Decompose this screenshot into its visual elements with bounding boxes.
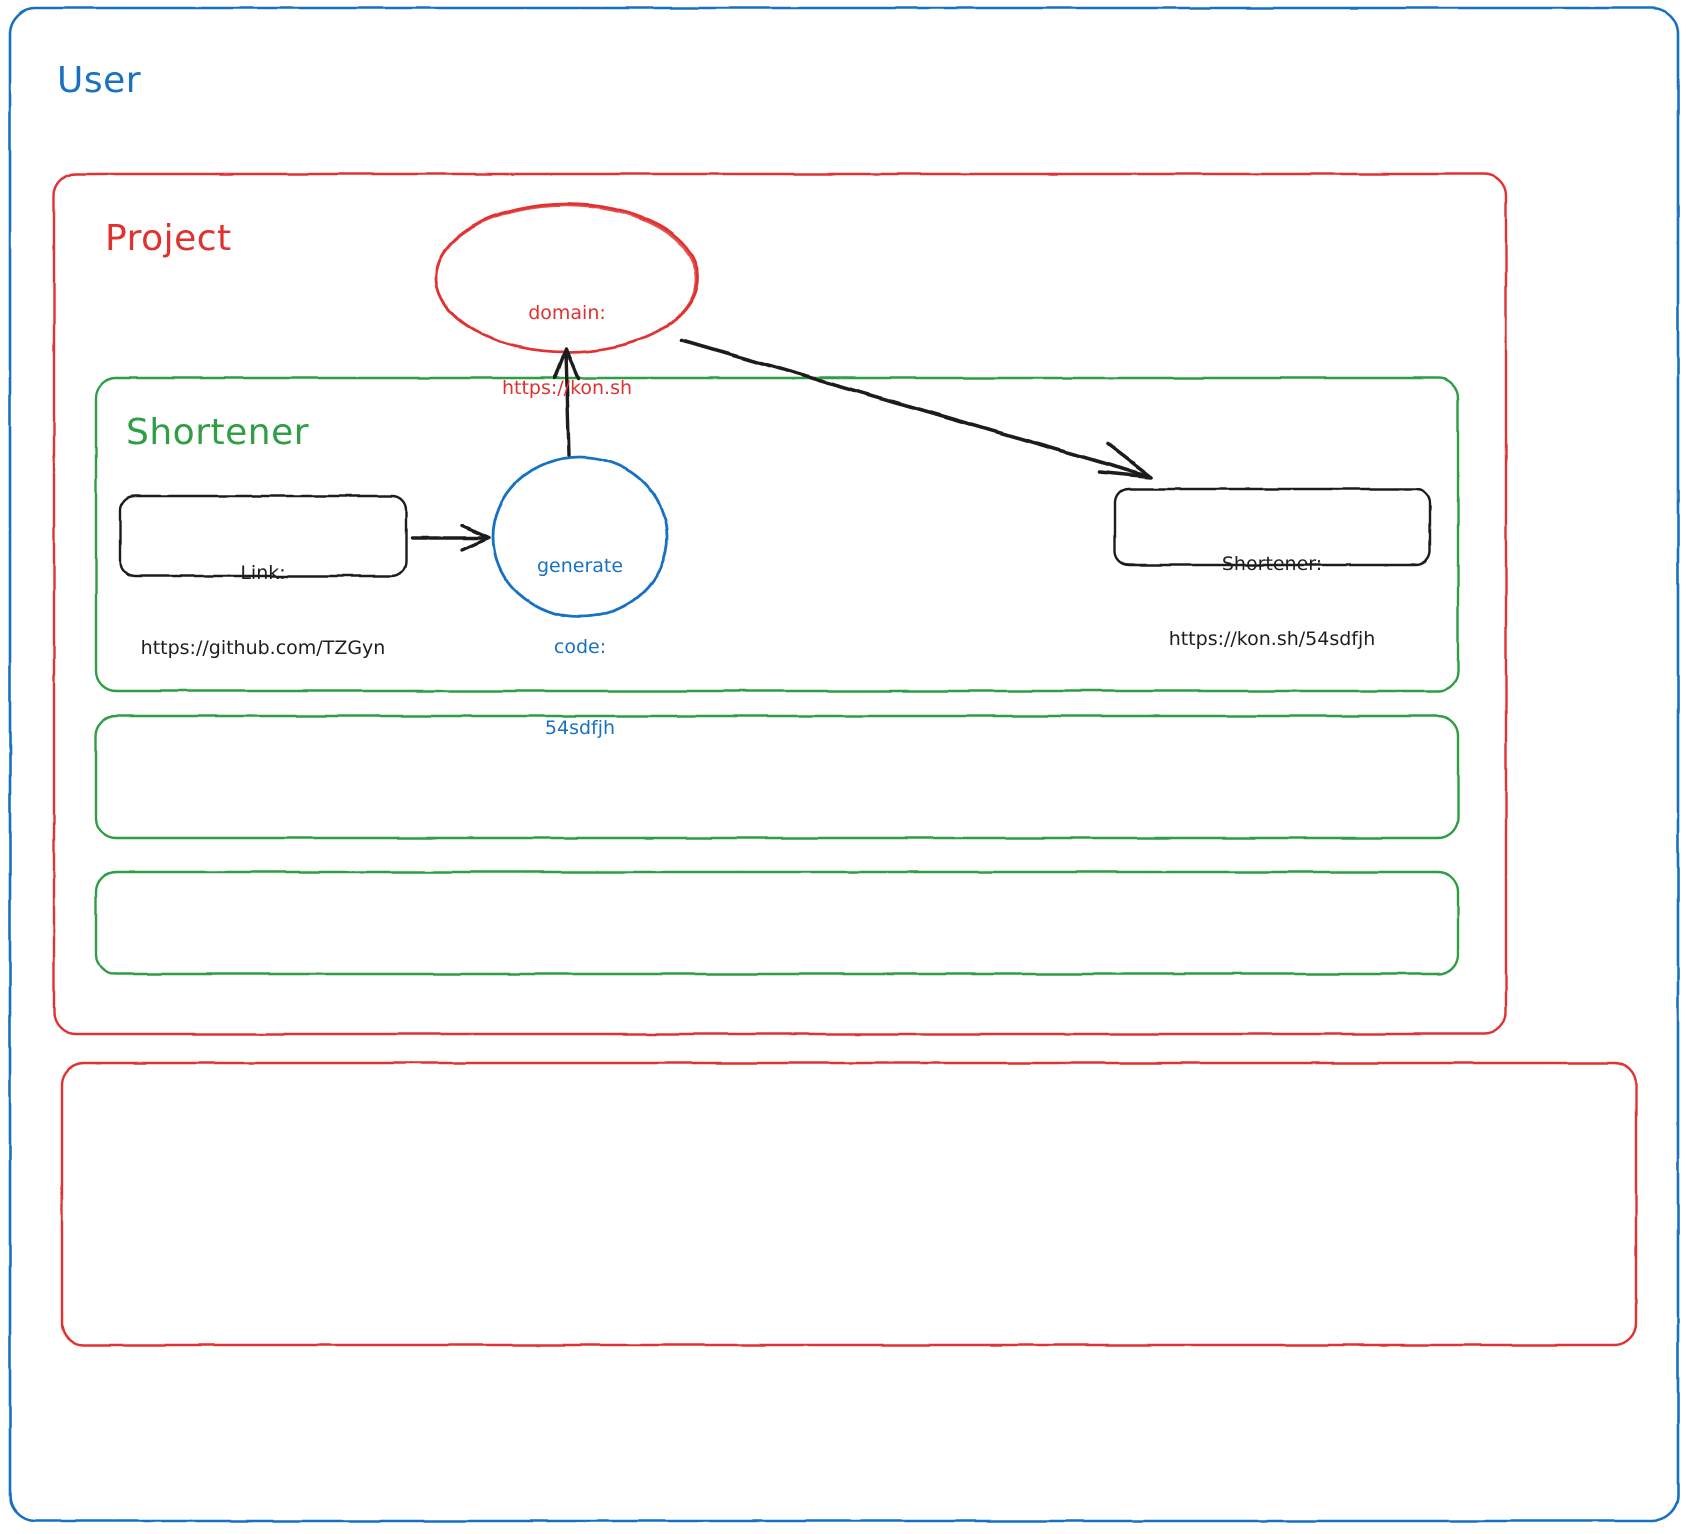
link-to-generate-arrow bbox=[410, 524, 491, 552]
user-frame-border bbox=[8, 6, 1680, 1523]
link-box-shape[interactable] bbox=[119, 494, 408, 578]
project-frame-border bbox=[52, 172, 1508, 1036]
domain-ellipse-shape[interactable] bbox=[434, 202, 700, 354]
shortener-frame-border bbox=[94, 376, 1460, 693]
shortener-result-box-shape[interactable] bbox=[1113, 487, 1432, 567]
generate-to-domain-arrow bbox=[553, 347, 580, 457]
generate-code-circle-shape[interactable] bbox=[491, 455, 669, 619]
domain-to-shortener-arrow bbox=[680, 338, 1153, 479]
shortener-frame-empty-2-border bbox=[94, 870, 1460, 976]
shortener-frame-empty-1-border bbox=[94, 714, 1460, 840]
project-frame-empty-border bbox=[60, 1061, 1638, 1347]
